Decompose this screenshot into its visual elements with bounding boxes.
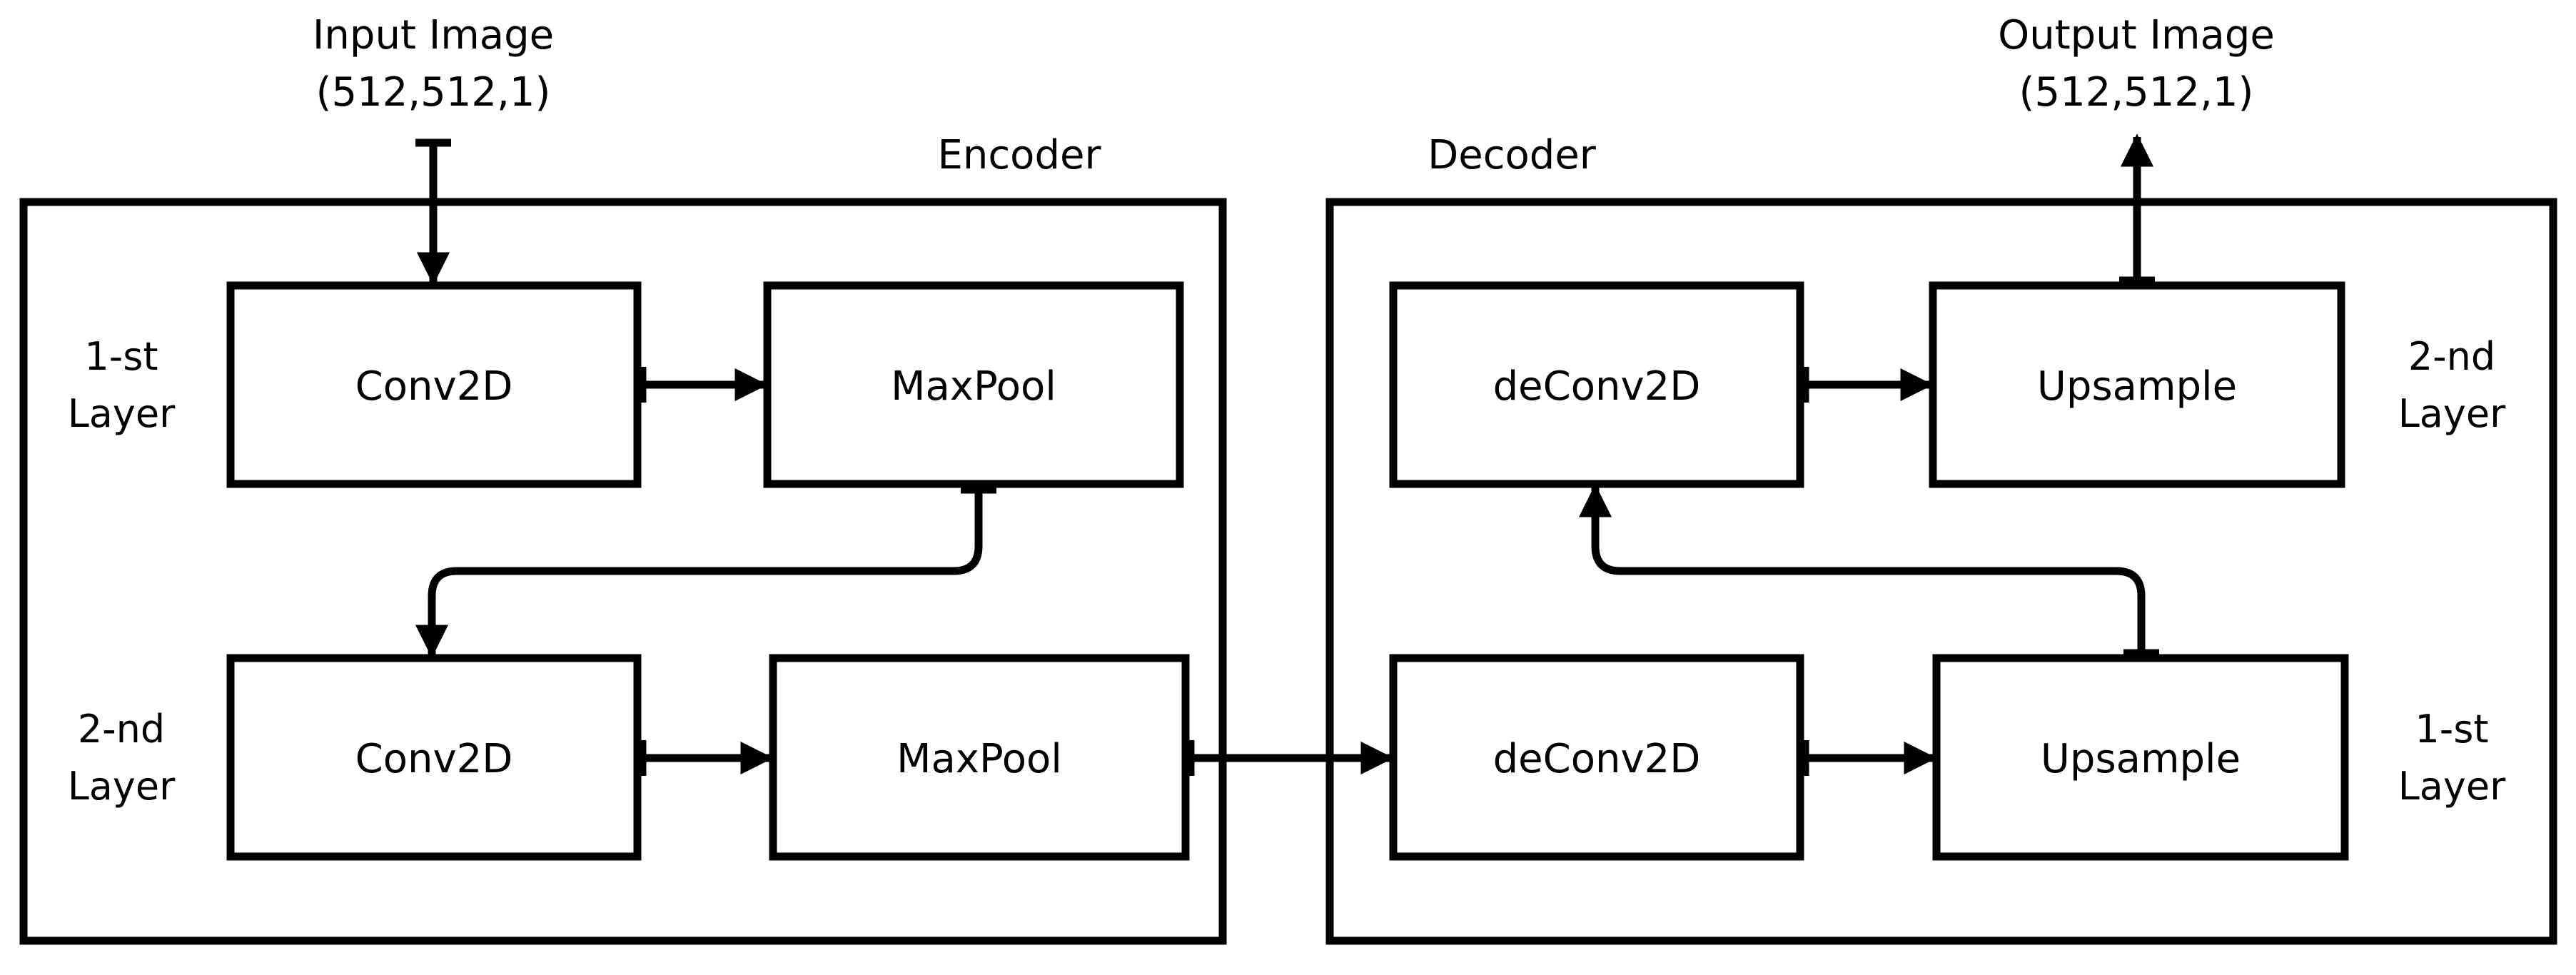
encoder-conv2-block: Conv2D: [226, 654, 642, 861]
encoder-pool2-block: MaxPool: [769, 654, 1190, 861]
decoder-top-layer-label-line1: 2-nd: [2408, 334, 2495, 379]
decoder-deconv-top-box: [1389, 281, 1804, 488]
decoder-bottom-layer-label-line2: Layer: [2398, 764, 2506, 809]
arrow-input-to-conv1: [415, 138, 451, 286]
encoder-container: [19, 198, 1227, 945]
arrow-deconv-bottom-to-upsample-bottom: [1801, 740, 1937, 776]
decoder-upsample-top-block: Upsample: [1929, 281, 2345, 488]
decoder-container: [1325, 198, 2557, 945]
output-image-shape: (512,512,1): [2019, 69, 2254, 116]
input-image-title: Input Image: [313, 12, 554, 59]
decoder-title: Decoder: [1428, 132, 1597, 178]
decoder-deconv-bottom-label: deConv2D: [1493, 736, 1701, 782]
decoder-upsample-top-box: [1929, 281, 2345, 488]
decoder-deconv-bottom-block: deConv2D: [1389, 654, 1804, 861]
decoder-upsample-bottom-block: Upsample: [1932, 654, 2349, 861]
encoder-conv1-label: Conv2D: [355, 363, 513, 410]
decoder-deconv-top-block: deConv2D: [1389, 281, 1804, 488]
encoder-layer2-label-line2: Layer: [68, 764, 176, 809]
decoder-top-layer-label-line2: Layer: [2398, 391, 2506, 436]
encoder-layer1-label-line1: 1-st: [84, 334, 158, 379]
encoder-conv1-box: [226, 281, 642, 488]
encoder-conv2-label: Conv2D: [355, 736, 513, 782]
encoder-pool1-label: MaxPool: [891, 363, 1056, 410]
arrow-deconv-top-to-upsample-top: [1801, 367, 1934, 403]
encoder-conv1-block: Conv2D: [226, 281, 642, 488]
decoder-upsample-top-label: Upsample: [2037, 363, 2237, 410]
encoder-title: Encoder: [938, 132, 1102, 178]
arrow-conv1-to-pool1: [638, 367, 768, 403]
arrow-conv2-to-pool2: [638, 740, 774, 776]
decoder-upsample-bottom-label: Upsample: [2041, 736, 2241, 782]
decoder-upsample-bottom-box: [1932, 654, 2349, 861]
encoder-pool1-block: MaxPool: [763, 281, 1184, 488]
arrow-pool2-to-deconv-bottom: [1186, 740, 1394, 776]
arrow-upsample-bottom-to-deconv-top: [1578, 484, 2159, 657]
encoder-layer1-label-line2: Layer: [68, 391, 176, 436]
output-image-title: Output Image: [1998, 12, 2275, 59]
decoder-deconv-bottom-box: [1389, 654, 1804, 861]
decoder-deconv-top-label: deConv2D: [1493, 363, 1701, 410]
encoder-conv2-box: [226, 654, 642, 861]
arrow-upsample-top-to-output: [2119, 133, 2155, 285]
input-image-shape: (512,512,1): [316, 69, 551, 116]
decoder-bottom-layer-label-line1: 1-st: [2415, 707, 2488, 752]
encoder-layer2-label-line1: 2-nd: [78, 707, 165, 752]
encoder-pool2-box: [769, 654, 1190, 861]
arrow-pool1-to-conv2: [415, 485, 996, 658]
encoder-pool2-label: MaxPool: [896, 736, 1062, 782]
